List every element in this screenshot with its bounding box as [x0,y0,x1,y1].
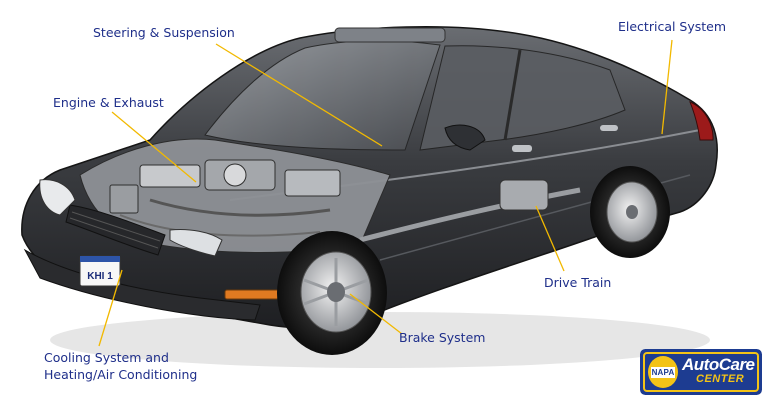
leader-electrical [661,39,673,135]
leader-steering [215,43,383,147]
leader-lines [98,39,673,347]
car-windshield [204,40,441,151]
logo-brand-line2: CENTER [696,373,745,385]
car-shadow [50,312,710,368]
label-steering-suspension: Steering & Suspension [93,25,235,40]
rear-wheel [590,166,670,258]
label-engine-exhaust: Engine & Exhaust [53,95,164,110]
leader-engine [111,111,197,183]
front-grille [65,204,166,256]
sunroof [334,27,446,43]
label-cooling-line1: Cooling System and [44,350,169,365]
front-bumper [23,248,261,321]
napa-badge-icon: NAPA [648,356,678,388]
headlight [39,179,76,216]
label-cooling-heating: Cooling System and Heating/Air Condition… [44,349,234,383]
leader-drive-train [535,205,565,272]
logo-brand-line1: AutoCare [682,355,755,374]
logo-frame [643,352,759,392]
leader-brake [349,293,403,335]
napa-badge-text: NAPA [650,366,676,378]
label-electrical-system: Electrical System [618,19,727,34]
leader-cooling [98,269,123,347]
engine-components [109,159,341,237]
car-side-windows [419,45,626,151]
drive-shaft [359,187,581,243]
napa-autocare-logo: NAPA AutoCare CENTER [640,349,762,395]
front-wheel [277,231,387,355]
license-plate-text: KHI 1 [87,271,113,282]
label-brake-system: Brake System [399,330,486,345]
side-mirror [444,124,486,151]
label-cooling-line2: Heating/Air Conditioning [44,367,198,382]
label-drive-train: Drive Train [544,275,612,290]
license-plate: KHI 1 [79,255,121,287]
